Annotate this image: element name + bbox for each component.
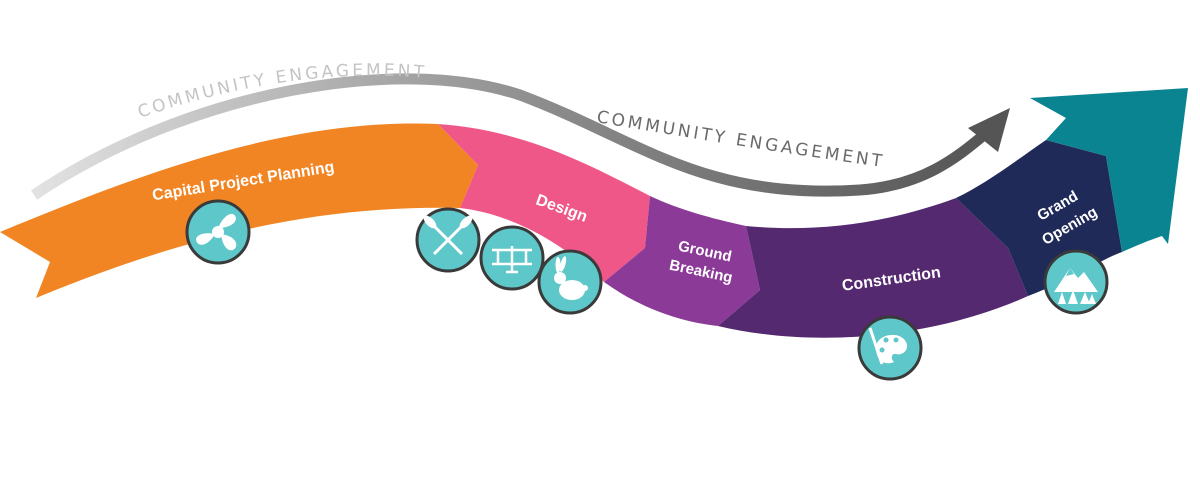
engagement-label-lower: COMMUNITY ENGAGEMENT <box>595 107 886 172</box>
engagement-arrowhead <box>968 108 1010 152</box>
palette-icon <box>857 315 923 381</box>
stage-design <box>438 124 650 282</box>
rabbit-icon <box>537 249 603 315</box>
stage-ground-breaking <box>604 196 760 326</box>
stage-construction <box>718 198 1028 338</box>
final-arrowhead <box>1030 88 1188 252</box>
paddles-icon <box>415 207 481 273</box>
mountain-icon <box>1043 249 1109 315</box>
biplane-icon <box>479 225 545 291</box>
community-engagement-arrow <box>30 73 1010 200</box>
propeller-icon <box>185 199 251 265</box>
